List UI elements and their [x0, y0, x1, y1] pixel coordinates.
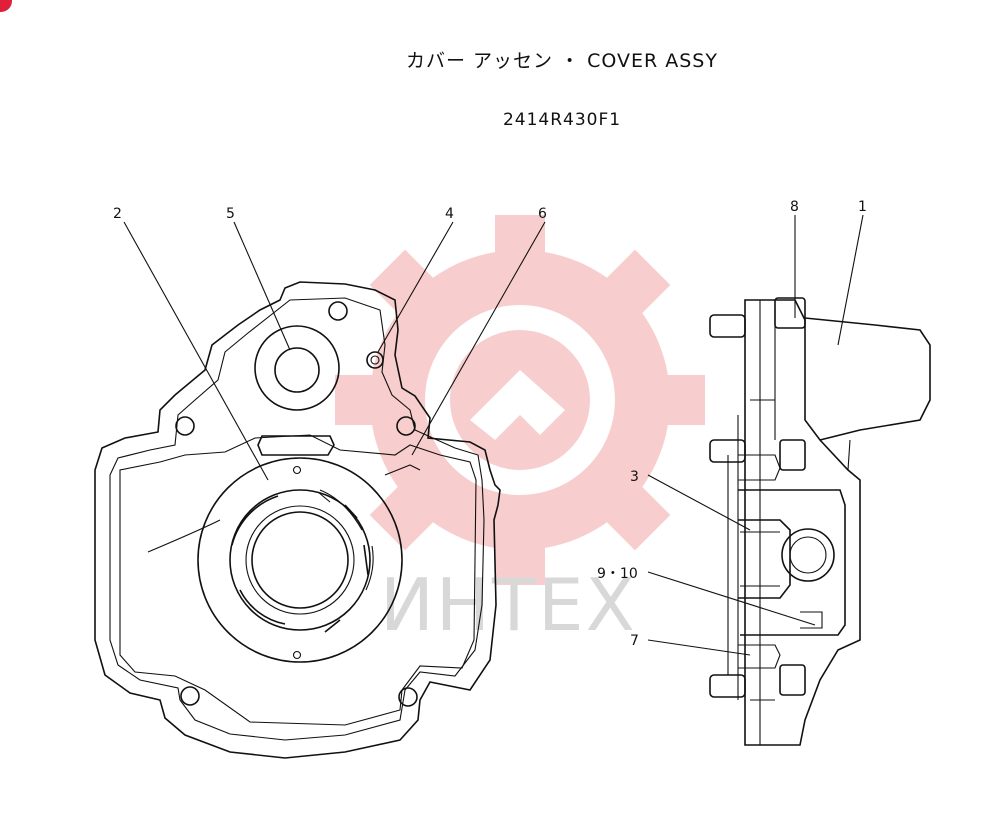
kidney-port: [324, 619, 341, 633]
leader-lines: [123, 214, 864, 656]
cover-front-view: [94, 281, 501, 759]
cover-outline: [94, 281, 501, 759]
callout-4: 4: [445, 206, 454, 222]
callout-6: 6: [538, 206, 547, 222]
cover-inner-outline: [109, 297, 485, 741]
port-boss: [254, 325, 340, 411]
valve-plate-ring: [229, 489, 371, 631]
bolt-heads: [709, 297, 806, 698]
kidney-port: [363, 544, 369, 576]
callout-5: 5: [226, 206, 235, 222]
kidney-port: [344, 504, 358, 519]
callout-9-10: 9・10: [597, 566, 638, 582]
plug-outer: [366, 351, 384, 369]
side-flange: [744, 299, 861, 746]
callout-8: 8: [790, 199, 799, 215]
callout-3: 3: [630, 469, 639, 485]
bolt-hole: [175, 416, 195, 436]
watermark-text: ИНТЕХ: [380, 563, 637, 647]
drawing-title: カバー アッセン ・ COVER ASSY: [406, 50, 718, 72]
plug-inner: [370, 355, 380, 365]
port-section: [738, 489, 846, 636]
bolt-hole: [328, 301, 348, 321]
callout-7: 7: [630, 633, 639, 649]
part-number: 2414R430F1: [502, 110, 622, 130]
callout-1: 1: [858, 199, 867, 215]
port-bore: [781, 528, 835, 582]
port-hole: [274, 347, 320, 393]
housing-body: [804, 317, 931, 441]
valve-plate: [197, 457, 403, 663]
bolt-hole: [396, 416, 416, 436]
watermark-gear-logo: [335, 215, 705, 585]
kidney-port: [239, 589, 286, 625]
kidney-port: [231, 495, 279, 546]
cover-side-view: [709, 297, 931, 746]
bolt-hole: [398, 687, 418, 707]
center-bore-groove: [245, 505, 355, 615]
center-bore: [251, 511, 349, 609]
callout-2: 2: [113, 206, 122, 222]
bolt-hole: [180, 686, 200, 706]
plate-tab: [257, 435, 335, 456]
